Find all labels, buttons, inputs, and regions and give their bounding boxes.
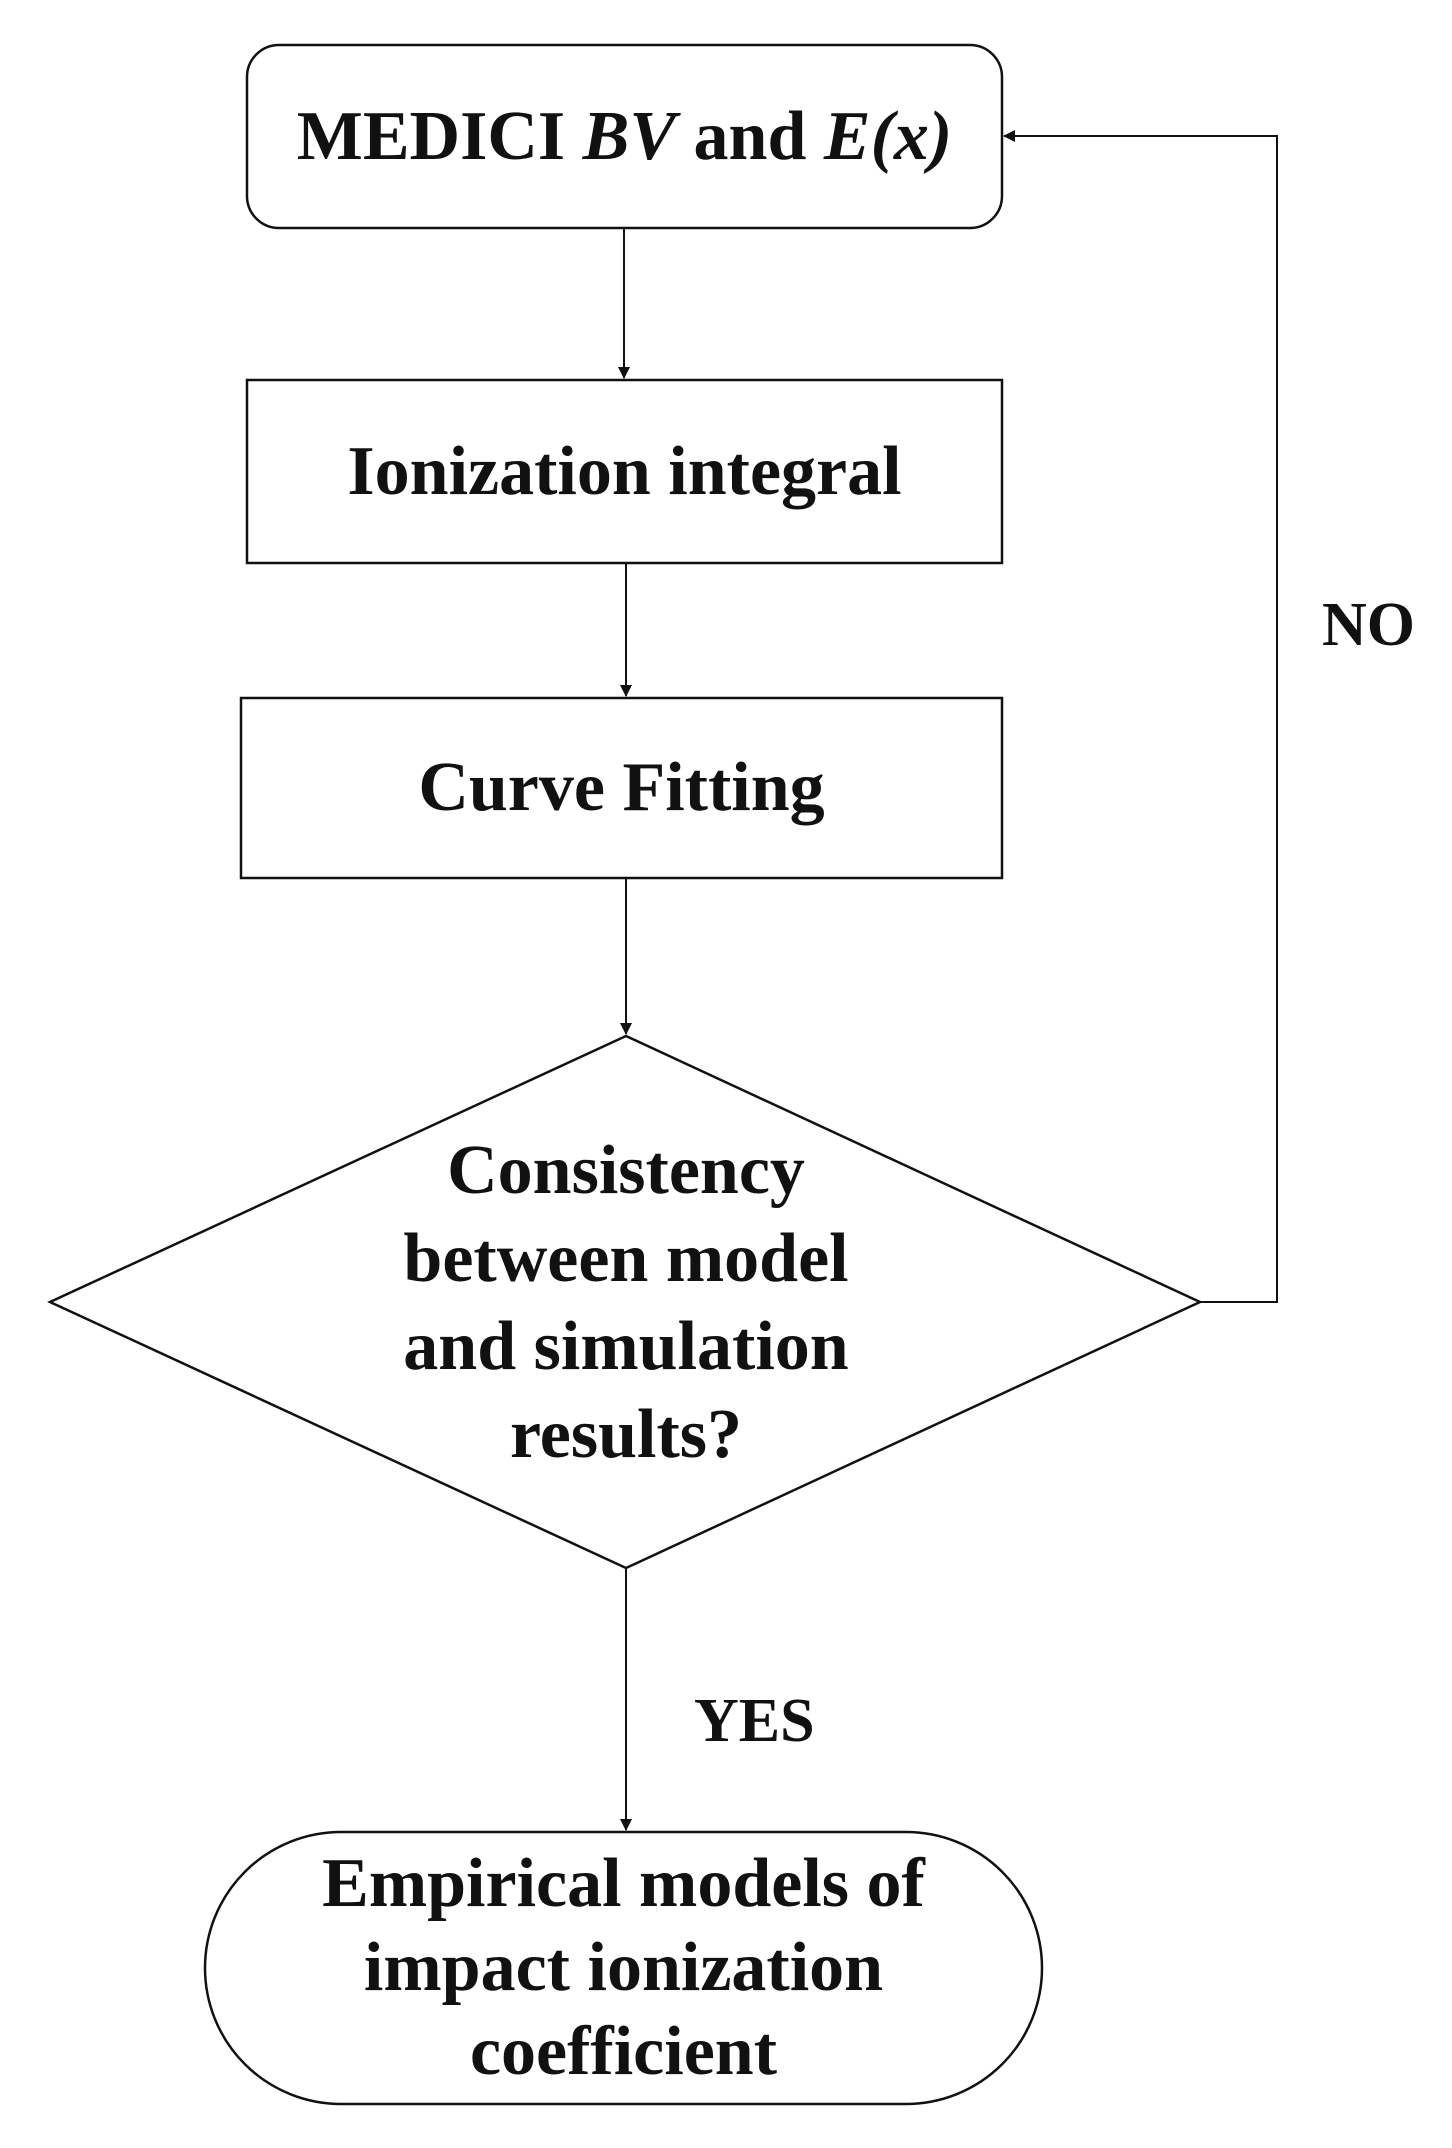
start-label: MEDICI BV and E(x): [247, 45, 1002, 228]
decision-label: Consistency between model and simulation…: [330, 1118, 922, 1488]
decision-line-4: results?: [509, 1396, 743, 1473]
start-label-ex: E(x): [823, 97, 953, 175]
start-label-and: and: [676, 97, 824, 175]
decision-line-2: between model: [403, 1220, 849, 1297]
end-line-2: impact ionization: [363, 1929, 884, 2006]
end-terminal: [203, 1830, 1044, 2106]
ionization-integral-label: Ionization integral: [347, 432, 902, 510]
decision-line-1: Consistency: [447, 1132, 805, 1209]
end-line-3: coefficient: [469, 2013, 778, 2090]
end-line-1: Empirical models of: [322, 1845, 925, 1922]
edge-label-yes: YES: [694, 1687, 815, 1755]
decision-line-3: and simulation: [403, 1308, 849, 1385]
curve-fitting-label: Curve Fitting: [418, 749, 825, 826]
curve-fitting-box: [239, 696, 1004, 880]
start-label-bv: BV: [582, 97, 677, 175]
arrow-no-loop-back: [1003, 130, 1278, 1303]
ionization-integral-box: [245, 378, 1004, 565]
end-label: Empirical models of impact ionization co…: [205, 1832, 1042, 2104]
start-label-medici: MEDICI: [296, 97, 583, 175]
edge-label-no: NO: [1322, 591, 1415, 659]
